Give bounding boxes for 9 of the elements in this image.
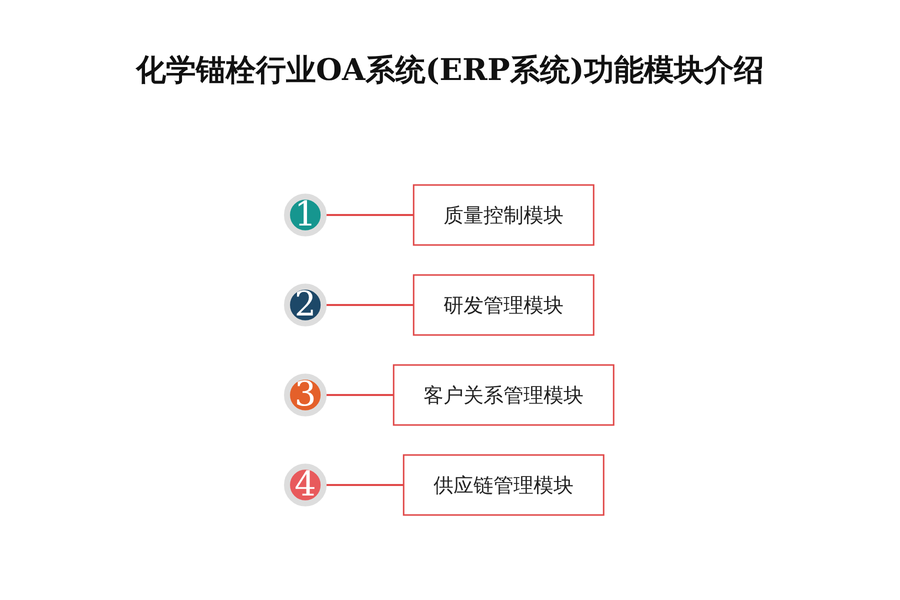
node-box: 供应链管理模块 bbox=[402, 454, 604, 516]
node-box: 客户关系管理模块 bbox=[392, 364, 614, 426]
node-circle: 1 bbox=[284, 194, 326, 236]
diagram-title: 化学锚栓行业OA系统(ERP系统)功能模块介绍 bbox=[134, 52, 766, 90]
node-circle: 3 bbox=[284, 374, 326, 416]
node-box: 研发管理模块 bbox=[412, 274, 594, 336]
node-box: 质量控制模块 bbox=[412, 184, 594, 246]
node-circle: 2 bbox=[284, 284, 326, 326]
node-circle: 4 bbox=[284, 464, 326, 506]
